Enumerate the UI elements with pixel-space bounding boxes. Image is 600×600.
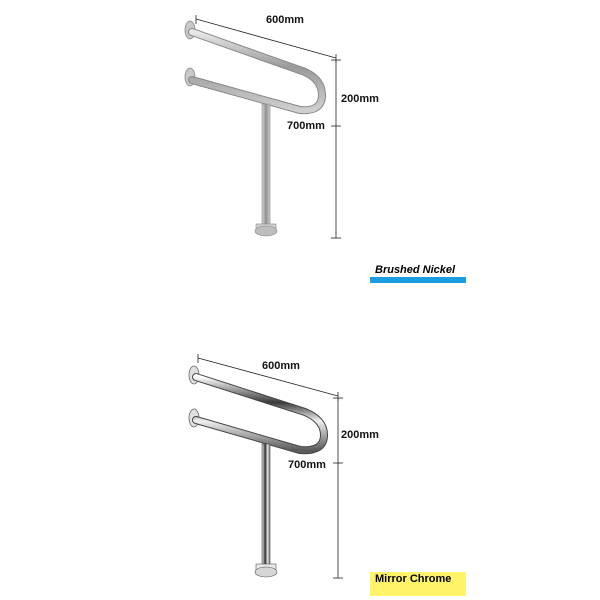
- finish-label-text: Brushed Nickel: [375, 264, 456, 276]
- finish-badge-mirror-chrome: Mirror Chrome: [370, 572, 466, 596]
- floor-base: [254, 566, 278, 578]
- dimension-depth-label: 200mm: [341, 429, 379, 441]
- grab-rail: [193, 374, 328, 454]
- support-leg: [261, 443, 271, 569]
- grab-bar-illustration-chrome: [188, 354, 343, 579]
- support-leg: [261, 103, 271, 229]
- dimension-lines: [195, 15, 341, 239]
- dimension-depth-label: 200mm: [341, 93, 379, 105]
- dimension-width-label: 600mm: [262, 360, 300, 372]
- dimension-width-label: 600mm: [266, 14, 304, 26]
- grab-rail: [189, 29, 326, 114]
- dimension-height-label: 700mm: [288, 459, 326, 471]
- dimension-height-label: 700mm: [287, 120, 325, 132]
- finish-label-text: Mirror Chrome: [375, 573, 452, 585]
- product-panel-brushed-nickel: 600mm 200mm 700mm Brushed Nickel: [184, 14, 466, 283]
- finish-badge-brushed-nickel: Brushed Nickel: [370, 263, 466, 283]
- product-panel-mirror-chrome: 600mm 200mm 700mm: [0, 300, 600, 600]
- grab-bar-illustration-brushed: [184, 15, 341, 239]
- floor-base: [254, 225, 278, 237]
- dimension-lines: [197, 354, 343, 579]
- finish-color-bar: [370, 277, 466, 283]
